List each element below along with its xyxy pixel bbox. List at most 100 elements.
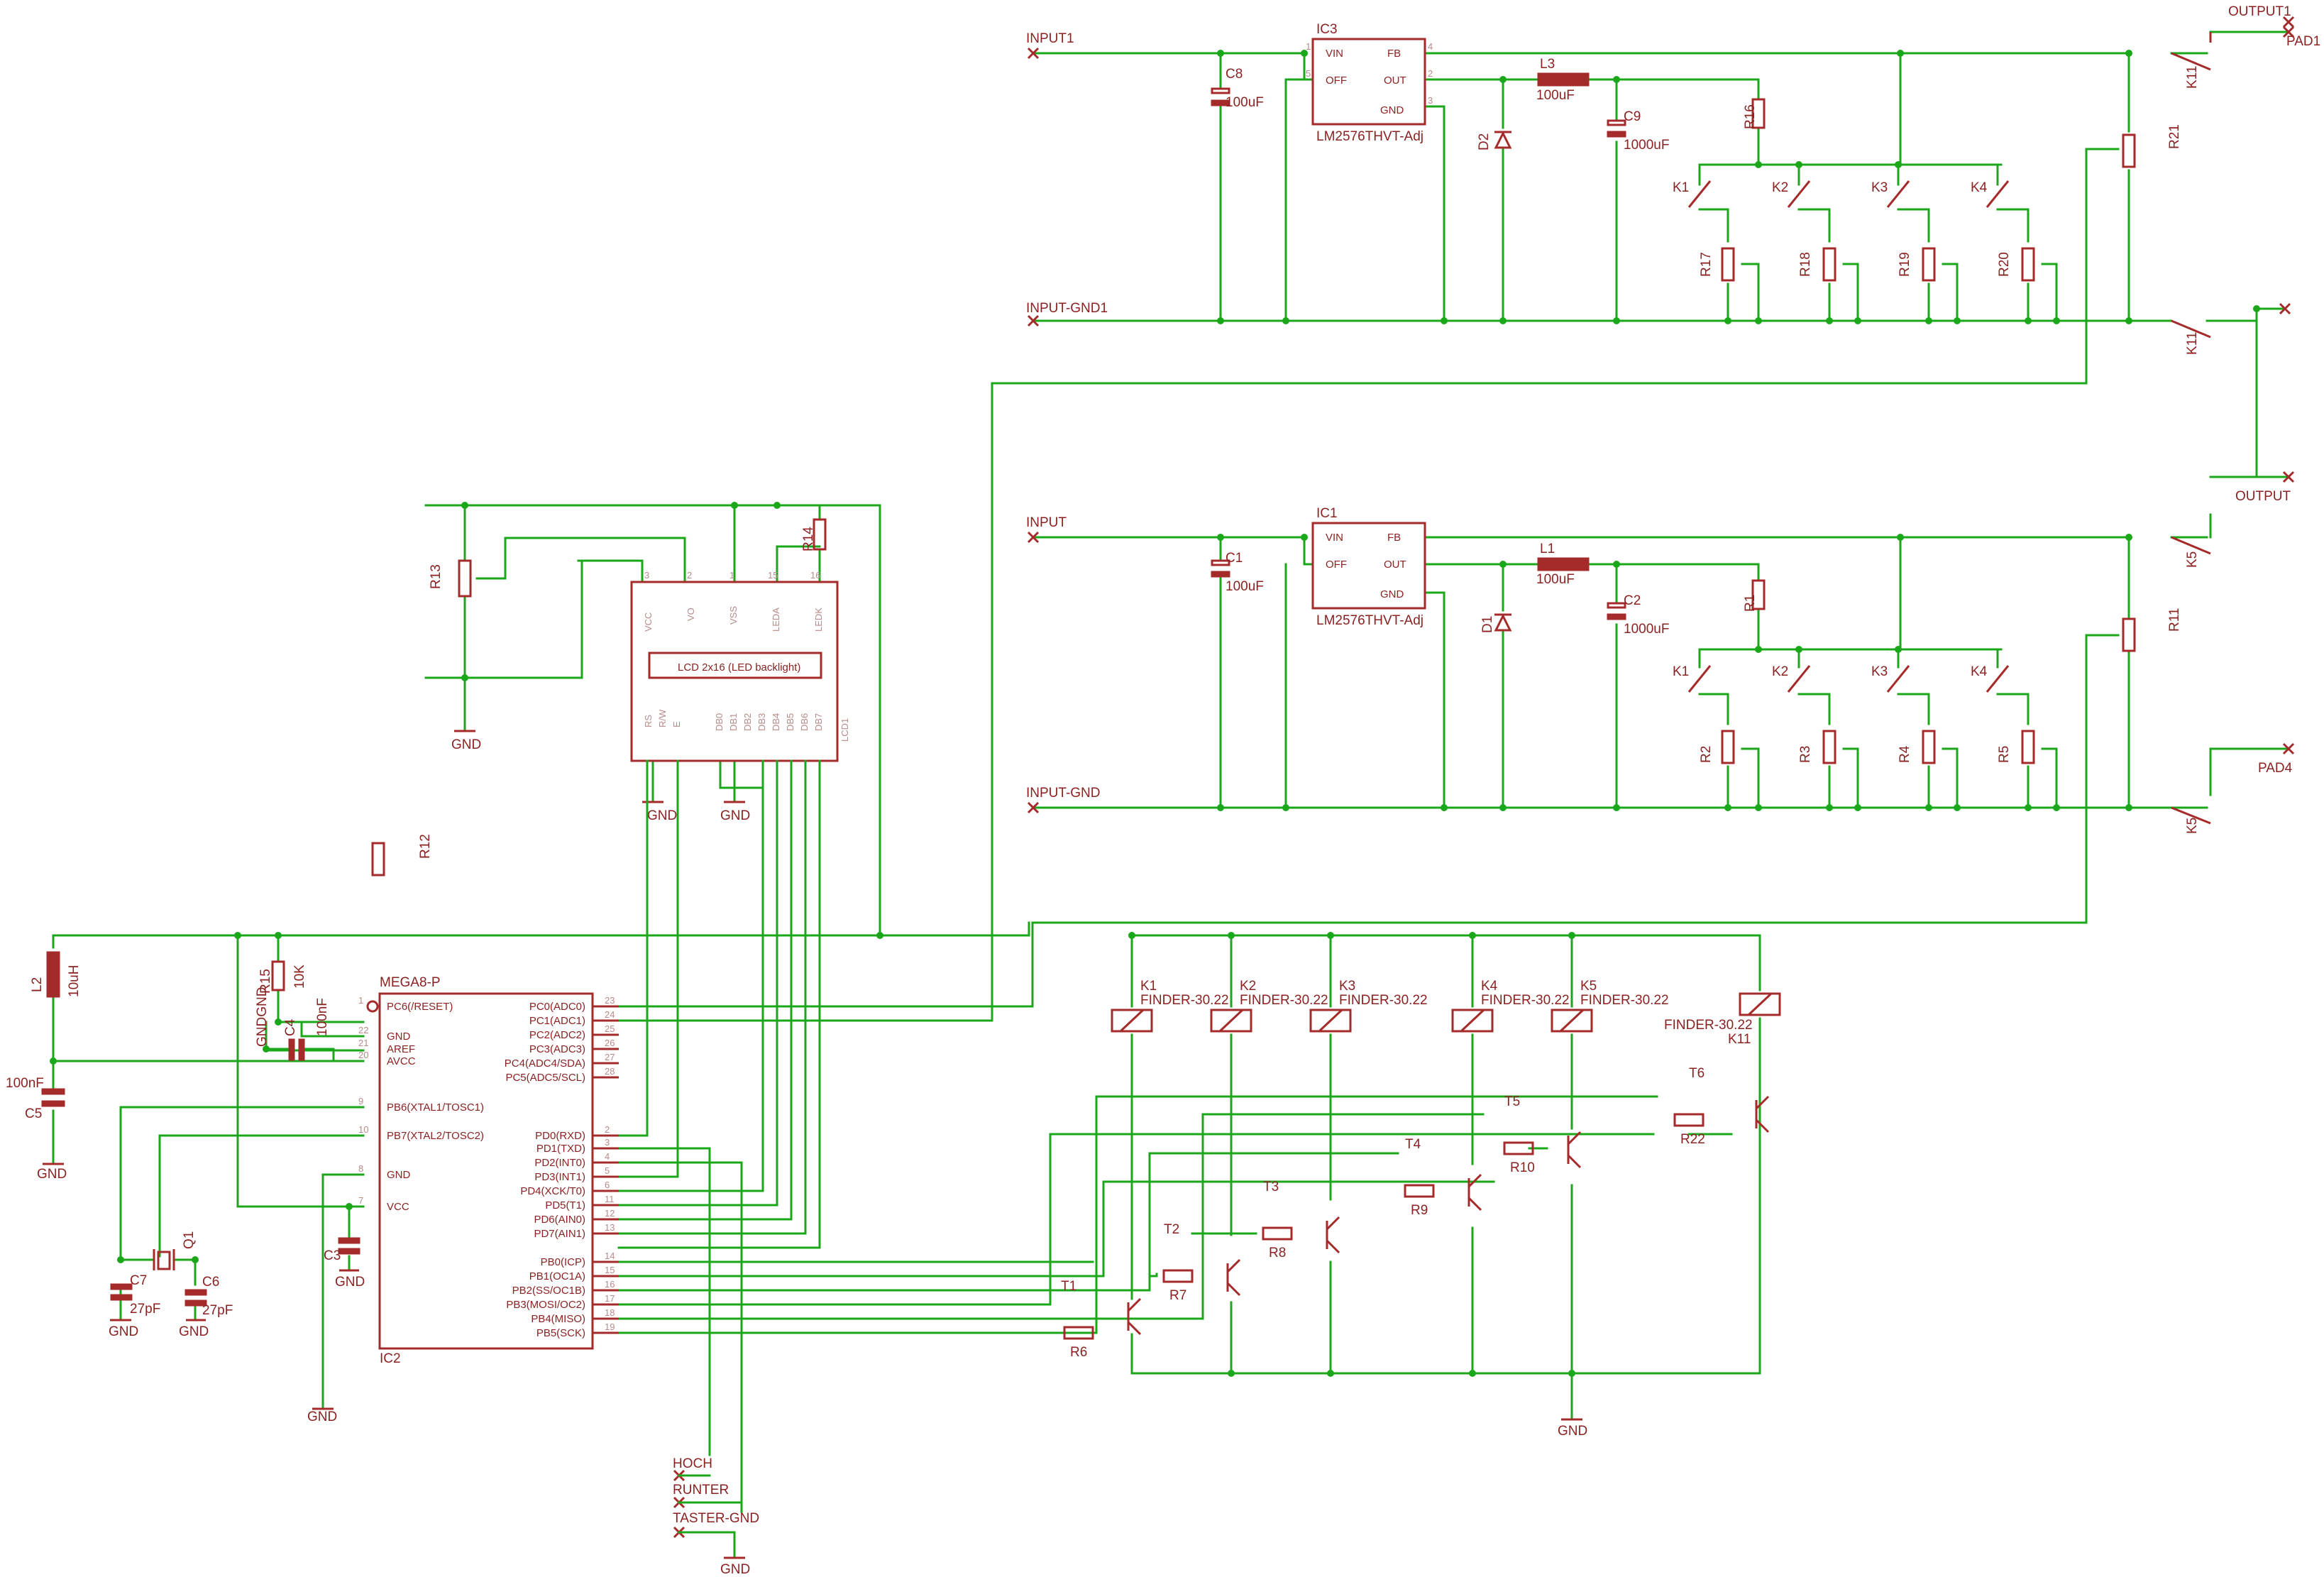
mcu-left-pin-number: 1: [358, 995, 363, 1006]
mcu-part: MEGA8-P: [380, 975, 441, 990]
mcu-right-pin-number: 16: [605, 1279, 615, 1290]
pot-r11: R11: [2122, 608, 2182, 652]
label-input-gnd1: INPUT-GND1: [1026, 301, 1108, 316]
transistor-t1: T1: [1061, 1279, 1142, 1336]
resistor-r15: R15 10K: [258, 960, 307, 994]
label-runter: RUNTER: [673, 1483, 729, 1498]
c2-name: C2: [1624, 593, 1641, 608]
r4-name: R4: [1898, 745, 1912, 763]
c2-value: 1000uF: [1624, 622, 1669, 637]
gnd-c5: GND: [37, 1167, 67, 1182]
capacitor-c1: C1 100uF: [1211, 551, 1264, 594]
mcu-body: [378, 992, 594, 1350]
transistor-t3: T3: [1263, 1180, 1340, 1254]
gnd-lcd-2: GND: [720, 808, 750, 823]
relay-part: FINDER-30.22: [1664, 1018, 1753, 1033]
ic1-pin-off: OFF: [1326, 559, 1347, 571]
mcu-left-pin-labels: PC6(/RESET)1GND22AREF21AVCC20PB6(XTAL1/T…: [358, 995, 484, 1213]
resistor-name: R22: [1680, 1132, 1705, 1147]
lcd-pin-rw: R/W: [657, 709, 668, 727]
lcd-pinnum-1: 1: [729, 570, 734, 581]
mcu-right-pin-label: PB4(MISO): [531, 1313, 585, 1325]
ic3-pinnum-off: 5: [1306, 68, 1311, 79]
mcu-left-pin-number: 21: [358, 1038, 368, 1048]
r21-name: R21: [2167, 124, 2182, 149]
lcd-pin-ledk: LEDK: [813, 608, 824, 632]
mcu-right-pin-number: 26: [605, 1038, 615, 1048]
mcu-right-pin-label: PB0(ICP): [541, 1256, 585, 1268]
relay-name: K1: [1140, 979, 1157, 994]
lcd-pin-db0: DB0: [714, 713, 725, 731]
mcu-right-pin-number: 5: [605, 1165, 610, 1176]
lcd-pinnum-2: 3: [644, 570, 649, 581]
ic1-pin-gnd: GND: [1380, 588, 1404, 600]
resistor-r10: R10: [1503, 1141, 1535, 1175]
resistor-r16: R16: [1743, 98, 1766, 129]
d2-name: D2: [1477, 133, 1492, 150]
capacitor-c6: C6 27pF: [185, 1275, 233, 1318]
resistor-r1: R1: [1743, 579, 1766, 612]
mcu-right-pin-label: PC0(ADC0): [529, 1001, 585, 1013]
lcd-pinnum-3: 2: [687, 570, 692, 581]
label-pad4: PAD4: [2258, 761, 2293, 776]
label-input1: INPUT1: [1026, 31, 1074, 46]
mcu-right-pin-label: PD7(AIN1): [534, 1228, 585, 1240]
bottom-contact-k4: K4: [1971, 664, 1988, 679]
mcu-left-pin-label: AREF: [387, 1043, 415, 1055]
mcu-name: IC2: [380, 1351, 401, 1366]
transistor-t4: T4: [1405, 1137, 1482, 1211]
top-contact-k1: K1: [1673, 180, 1689, 195]
mcu-right-pin-label: PD3(INT1): [534, 1171, 585, 1183]
gndgnd-label: GNDGND: [255, 987, 270, 1047]
gnd-mcu: GND: [307, 1410, 337, 1424]
mcu-section: MEGA8-P IC2 PC6(/RESET)1GND22AREF21AVCC2…: [6, 759, 1204, 1577]
lcd-pin-leda: LEDA: [771, 608, 781, 632]
label-output: OUTPUT: [2235, 489, 2291, 504]
mcu-left-pin-label: GND: [387, 1169, 411, 1181]
top-contact-k2: K2: [1772, 180, 1788, 195]
mcu-right-pin-label: PD4(XCK/T0): [520, 1185, 585, 1197]
r19-name: R19: [1898, 252, 1912, 277]
c7-name: C7: [130, 1273, 147, 1288]
mcu-right-pin-number: 2: [605, 1124, 610, 1135]
mcu-right-pin-label: PC3(ADC3): [529, 1043, 585, 1055]
mcu-right-pin-label: PD0(RXD): [535, 1130, 585, 1142]
ic3-pinnum-vin: 1: [1306, 41, 1311, 52]
marker-input-gnd1: [1027, 314, 1040, 327]
lcd-pin-db7: DB7: [813, 713, 824, 731]
c8-value: 100uF: [1226, 95, 1264, 110]
r17-name: R17: [1699, 252, 1714, 277]
marker-node-right: [2279, 302, 2291, 315]
pot-r12: R12: [371, 834, 433, 877]
mcu-right-pin-label: PB5(SCK): [536, 1327, 585, 1339]
transistor-name: T4: [1405, 1137, 1421, 1152]
mcu-right-pin-number: 18: [605, 1307, 615, 1318]
c9-value: 1000uF: [1624, 138, 1669, 153]
r20-name: R20: [1997, 252, 2012, 277]
label-input-gnd: INPUT-GND: [1026, 786, 1101, 801]
mcu-right-pin-number: 23: [605, 995, 615, 1006]
r1-name: R1: [1743, 595, 1758, 612]
mcu-left-pin-number: 20: [358, 1050, 368, 1060]
c9-name: C9: [1624, 109, 1641, 124]
l1-value: 100uF: [1536, 572, 1575, 587]
label-output1: OUTPUT1: [2228, 4, 2291, 19]
mcu-right-pin-number: 25: [605, 1023, 615, 1034]
bottom-contact-k2: K2: [1772, 664, 1788, 679]
gnd-c7: GND: [109, 1324, 138, 1339]
mcu-right-pin-number: 17: [605, 1293, 615, 1304]
c6-value: 27pF: [202, 1303, 233, 1318]
relay-part: FINDER-30.22: [1140, 993, 1229, 1008]
mcu-right-pin-label: PC4(ADC4/SDA): [505, 1057, 585, 1070]
mcu-left-pin-label: PC6(/RESET): [387, 1001, 453, 1013]
resistor-name: R9: [1411, 1203, 1428, 1218]
l3-name: L3: [1540, 57, 1555, 72]
transistor-t2: T2: [1164, 1222, 1241, 1297]
gnd-lcd-1: GND: [647, 808, 677, 823]
ic3-pin-out: OUT: [1384, 75, 1406, 87]
k5-contact-name-1: K5: [2185, 551, 2200, 568]
mcu-left-pin-label: VCC: [387, 1201, 409, 1213]
transistor-name: T2: [1164, 1222, 1179, 1237]
